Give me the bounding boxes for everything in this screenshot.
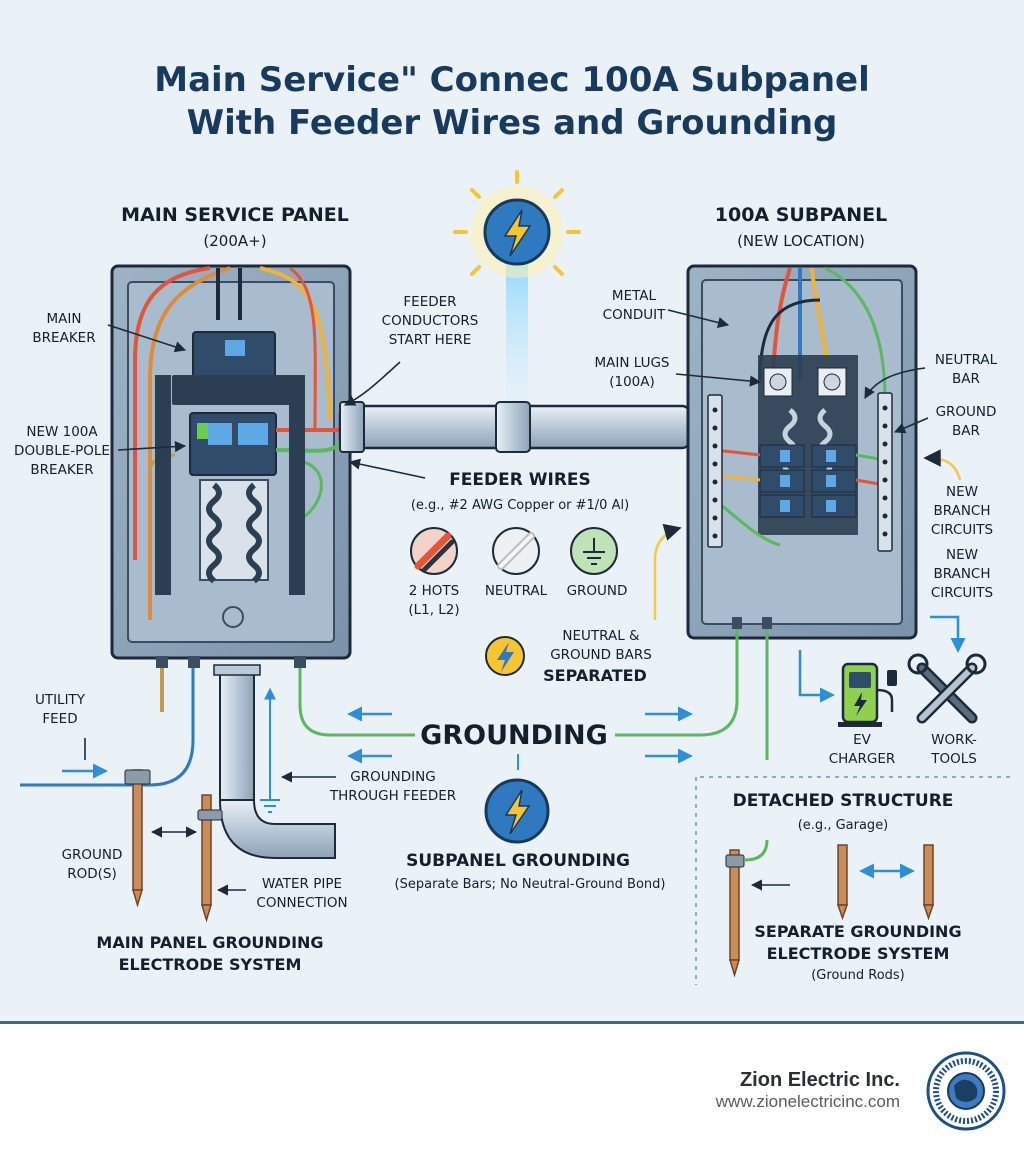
new-breaker-label-3: BREAKER xyxy=(30,462,93,478)
feeder-start-label-2: CONDUCTORS xyxy=(382,313,479,329)
feeder-spec: (e.g., #2 AWG Copper or #1/0 Al) xyxy=(411,498,629,513)
through-feeder-label-2: THROUGH FEEDER xyxy=(329,788,456,804)
ground-rod-label-2: ROD(S) xyxy=(67,866,117,882)
ground-rod-label-1: GROUND xyxy=(62,847,123,863)
conduit-label-1: METAL xyxy=(612,288,657,304)
utility-label-2: FEED xyxy=(42,711,77,727)
ground-rod-2 xyxy=(197,794,223,923)
legend-ground: GROUND xyxy=(567,583,628,599)
subpanel-location: (NEW LOCATION) xyxy=(737,232,865,250)
feeder-start-label-3: START HERE xyxy=(389,332,472,348)
new-breaker-label-1: NEW 100A xyxy=(26,424,98,440)
neutral-bar-label-2: BAR xyxy=(952,371,980,387)
through-feeder-label-1: GROUNDING xyxy=(350,769,435,785)
detached-system-label-1: SEPARATE GROUNDING xyxy=(754,922,961,941)
legend-hots-2: (L1, L2) xyxy=(408,602,459,618)
branch-label-1c: CIRCUITS xyxy=(931,522,993,538)
company-url[interactable]: www.zionelectricinc.com xyxy=(715,1092,900,1111)
separated-label-3: SEPARATED xyxy=(543,666,647,685)
tools-label-2: TOOLS xyxy=(930,751,977,767)
ground-bar-label-2: BAR xyxy=(952,423,980,439)
diagram-canvas: Main Service" Connec 100A Subpanel With … xyxy=(0,0,1024,1024)
electrode-label-2: ELECTRODE SYSTEM xyxy=(119,955,302,974)
feeder-heading: FEEDER WIRES xyxy=(449,470,591,490)
detached-example: (e.g., Garage) xyxy=(798,818,889,833)
ground-rod xyxy=(124,769,151,908)
main-breaker-label-2: BREAKER xyxy=(32,330,95,346)
conduit-label-2: CONDUIT xyxy=(603,307,666,323)
detached-ground-rod-3 xyxy=(922,844,935,921)
feeder-conduit xyxy=(338,401,692,453)
branch-label-2c: CIRCUITS xyxy=(931,585,993,601)
logo-seal xyxy=(926,1051,1006,1131)
lightning-icon xyxy=(485,636,525,676)
separated-label-2: GROUND BARS xyxy=(550,647,652,663)
subpanel-heading: 100A SUBPANEL xyxy=(715,204,887,226)
title-line-2: With Feeder Wires and Grounding xyxy=(187,103,838,143)
detached-heading: DETACHED STRUCTURE xyxy=(733,791,954,811)
feeder-start-label-1: FEEDER xyxy=(403,294,456,310)
company-name: Zion Electric Inc. xyxy=(740,1069,900,1091)
water-pipe-label-1: WATER PIPE xyxy=(262,876,342,892)
main-panel-rating: (200A+) xyxy=(203,232,266,250)
ground-bar-label-1: GROUND xyxy=(936,404,997,420)
main-panel-heading: MAIN SERVICE PANEL xyxy=(121,204,349,226)
main-service-panel xyxy=(110,264,352,668)
electrode-label-1: MAIN PANEL GROUNDING xyxy=(96,933,323,952)
lightning-icon xyxy=(453,170,581,404)
footer: Zion Electric Inc. www.zionelectricinc.c… xyxy=(715,1051,1006,1131)
water-pipe-label-2: CONNECTION xyxy=(256,895,347,911)
branch-label-2a: NEW xyxy=(946,547,978,563)
grounding-heading: GROUNDING xyxy=(420,720,608,751)
detached-ground-rod-2 xyxy=(836,844,849,921)
subpanel-grounding-note: (Separate Bars; No Neutral-Ground Bond) xyxy=(395,877,666,892)
detached-system-label-2: ELECTRODE SYSTEM xyxy=(767,944,950,963)
neutral-wire-icon xyxy=(492,527,540,575)
neutral-bar-label-1: NEUTRAL xyxy=(935,352,998,368)
detached-rods: (Ground Rods) xyxy=(811,968,905,983)
diagram-svg: Main Service" Connec 100A Subpanel With … xyxy=(0,60,1024,1024)
branch-label-1b: BRANCH xyxy=(933,503,990,519)
water-pipe xyxy=(213,664,336,859)
utility-label-1: UTILITY xyxy=(35,692,86,708)
ev-label-2: CHARGER xyxy=(829,751,896,767)
ev-charger-icon xyxy=(838,662,897,727)
ev-label-1: EV xyxy=(853,732,872,748)
ground-wire-icon xyxy=(570,527,618,575)
legend-neutral: NEUTRAL xyxy=(485,583,548,599)
subpanel-box xyxy=(686,264,918,640)
legend-hots-1: 2 HOTS xyxy=(409,583,459,599)
new-breaker-label-2: DOUBLE-POLE xyxy=(14,443,110,459)
title-line-1: Main Service" Connec 100A Subpanel xyxy=(154,60,870,100)
wrench-icon xyxy=(907,653,987,724)
tools-label-1: WORK- xyxy=(931,732,977,748)
lugs-label-1: MAIN LUGS xyxy=(594,355,669,371)
branch-label-1a: NEW xyxy=(946,484,978,500)
lugs-label-2: (100A) xyxy=(609,374,655,390)
subpanel-grounding-heading: SUBPANEL GROUNDING xyxy=(406,851,630,871)
hot-wire-icon xyxy=(410,527,458,575)
detached-ground-rod xyxy=(725,839,769,978)
branch-label-2b: BRANCH xyxy=(933,566,990,582)
main-breaker-label-1: MAIN xyxy=(47,311,82,327)
separated-label-1: NEUTRAL & xyxy=(562,628,640,644)
lightning-icon xyxy=(484,778,550,844)
